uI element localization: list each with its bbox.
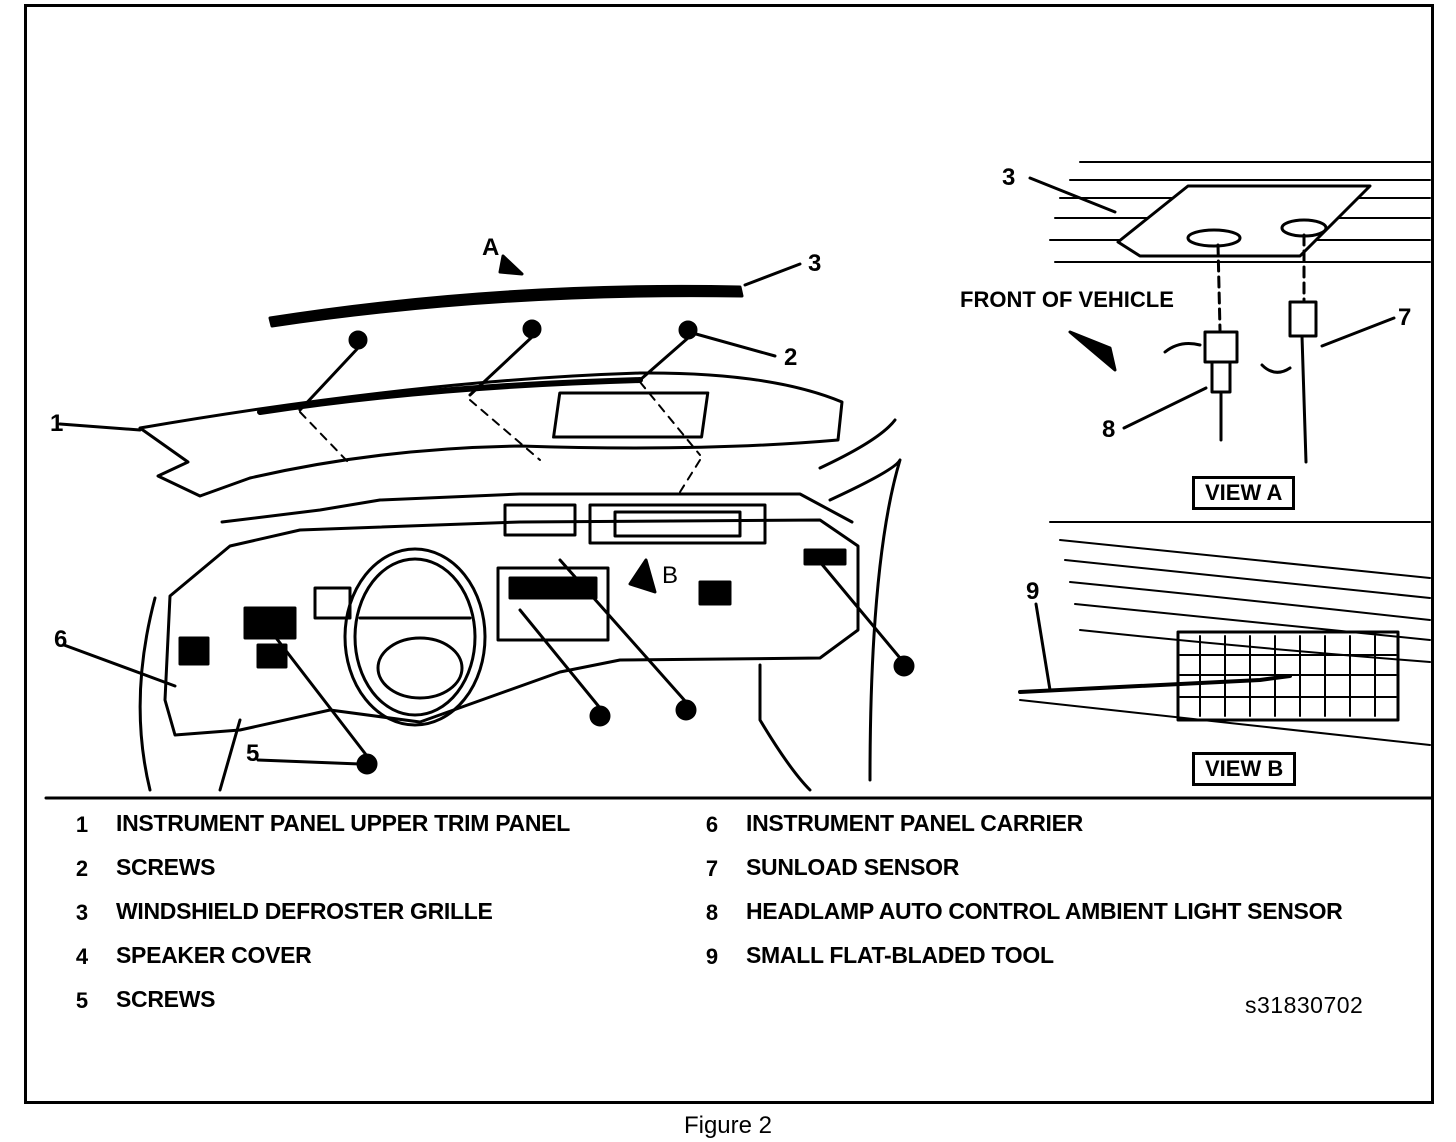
- legend-number: 5: [75, 988, 89, 1013]
- view-a-label: VIEW A: [1192, 476, 1296, 510]
- screw: [675, 699, 697, 721]
- callout-5: 5: [246, 740, 260, 767]
- view-a-callout-8: 8: [1102, 416, 1116, 443]
- figure-code: s31830702: [1245, 992, 1364, 1018]
- legend-number: 2: [75, 856, 89, 881]
- legend-number: 9: [705, 944, 719, 969]
- screw: [893, 655, 915, 677]
- view-a-detail: [1028, 161, 1431, 464]
- view-b-callout-9: 9: [1026, 578, 1040, 605]
- legend-text: SUNLOAD SENSOR: [746, 854, 960, 880]
- callout-3: 3: [808, 250, 822, 277]
- legend-text: WINDSHIELD DEFROSTER GRILLE: [116, 898, 493, 924]
- arrow-label-a: A: [482, 234, 500, 261]
- screw: [348, 330, 368, 350]
- legend-number: 8: [705, 900, 719, 925]
- figure-frame: [24, 4, 1434, 1104]
- legend-text: SCREWS: [116, 854, 216, 880]
- screw: [589, 705, 611, 727]
- legend-number: 7: [705, 856, 719, 881]
- figure-caption: Figure 2: [683, 1112, 773, 1139]
- view-a-callout-3: 3: [1002, 164, 1016, 191]
- legend-number: 3: [75, 900, 89, 925]
- callout-6: 6: [54, 626, 68, 653]
- legend-text: SPEAKER COVER: [116, 942, 312, 968]
- callout-1: 1: [50, 410, 64, 437]
- legend-number: 6: [705, 812, 719, 837]
- defroster-grille: [268, 284, 744, 328]
- view-a-callout-7: 7: [1398, 304, 1412, 331]
- legend-number: 1: [75, 812, 89, 837]
- screw: [522, 319, 542, 339]
- view-b-arrow: [628, 558, 657, 594]
- legend-text: SMALL FLAT-BLADED TOOL: [746, 942, 1054, 968]
- front-arrow: [1068, 330, 1117, 372]
- arrow-label-b: B: [662, 562, 679, 589]
- legend-text: INSTRUMENT PANEL UPPER TRIM PANEL: [116, 810, 570, 836]
- view-a-arrow: [498, 254, 524, 276]
- legend-text: INSTRUMENT PANEL CARRIER: [746, 810, 1083, 836]
- front-of-vehicle-label: FRONT OF VEHICLE: [960, 287, 1174, 312]
- steering-wheel: [343, 547, 487, 727]
- screw: [678, 320, 698, 340]
- legend-number: 4: [75, 944, 89, 969]
- view-b-detail: [1018, 521, 1431, 746]
- legend-text: SCREWS: [116, 986, 216, 1012]
- instrument-panel-carrier: [163, 518, 860, 737]
- legend-text: HEADLAMP AUTO CONTROL AMBIENT LIGHT SENS…: [746, 898, 1343, 924]
- callout-2: 2: [784, 344, 798, 371]
- upper-trim-panel: [138, 371, 844, 498]
- view-b-label: VIEW B: [1192, 752, 1297, 786]
